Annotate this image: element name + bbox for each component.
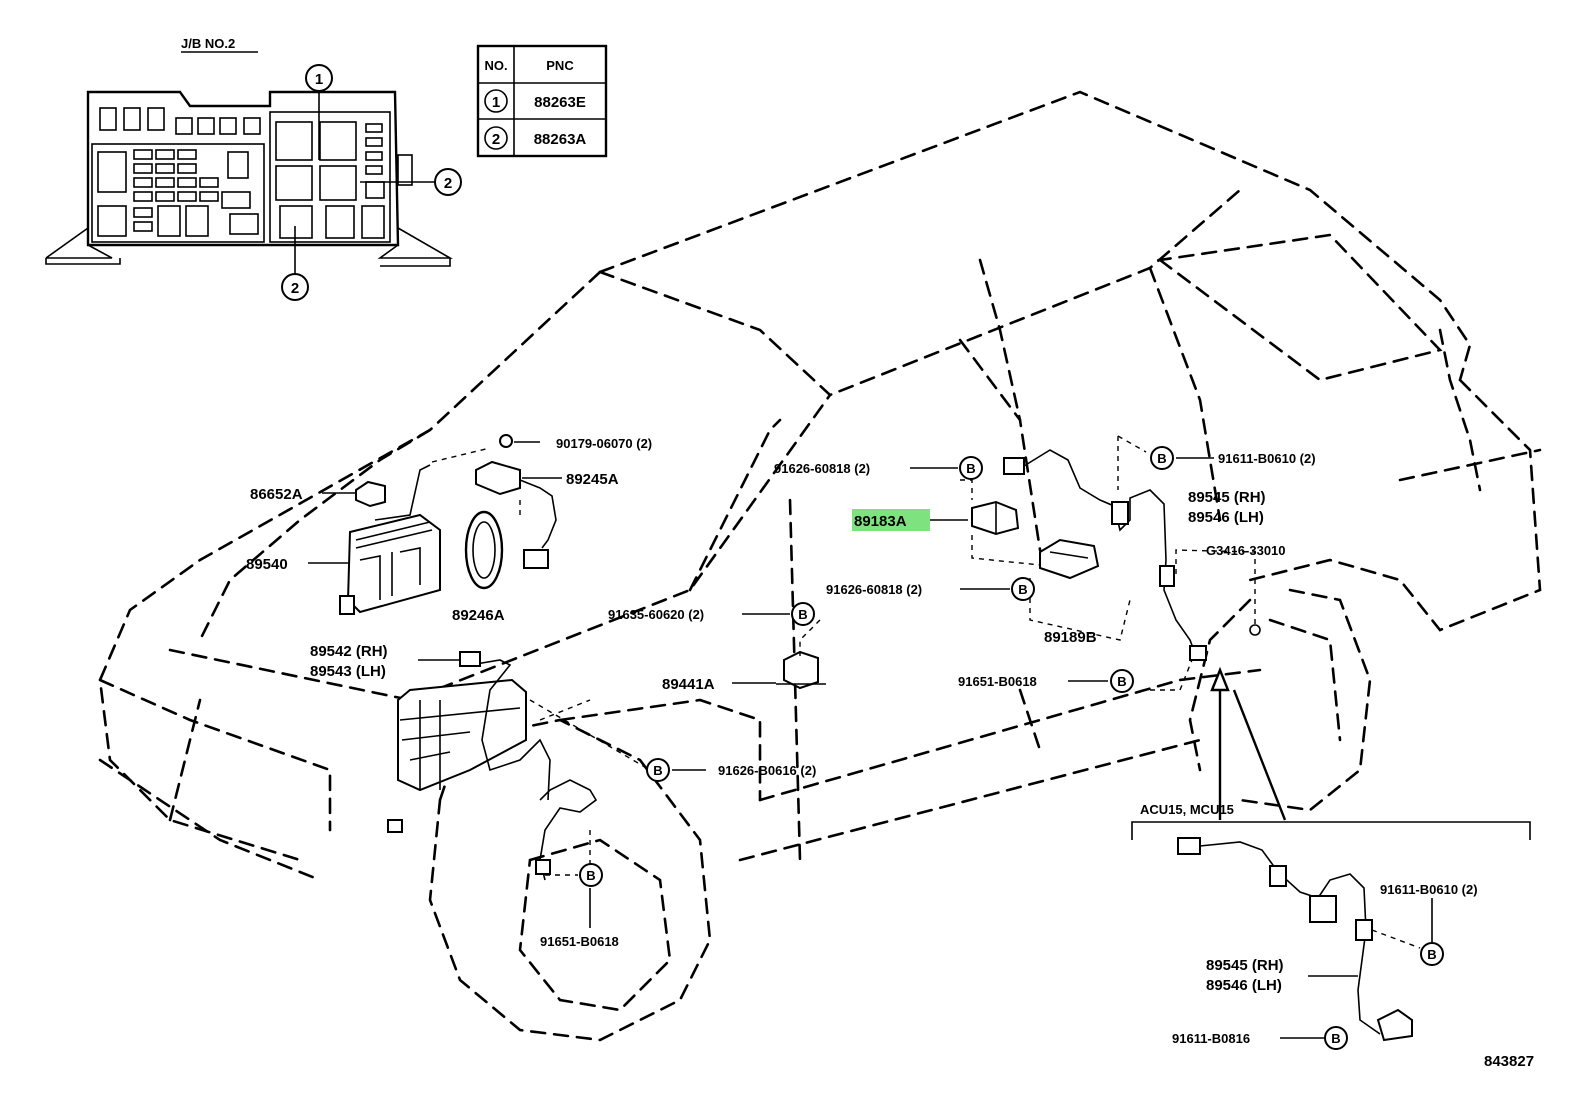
part-label-89441a[interactable]: 89441A bbox=[662, 676, 715, 693]
pnc-row-2-code: 88263A bbox=[534, 131, 587, 148]
part-label-91651-b0618-bottom[interactable]: 91651-B0618 bbox=[540, 934, 619, 949]
svg-text:B: B bbox=[1117, 674, 1126, 689]
callout-2-bottom: 2 bbox=[291, 280, 299, 297]
bolt-marker-icon: B bbox=[1420, 942, 1444, 966]
label-leaders bbox=[308, 441, 1214, 928]
part-label-g3416-33010[interactable]: G3416-33010 bbox=[1206, 543, 1286, 558]
highlight-89183a bbox=[852, 509, 930, 531]
part-label-89543[interactable]: 89543 (LH) bbox=[310, 663, 386, 680]
part-label-89545-top[interactable]: 89545 (RH) bbox=[1188, 489, 1266, 506]
part-labels: 90179-06070 (2) 89245A 86652A 89540 8924… bbox=[246, 436, 1316, 949]
pnc-row-1-code: 88263E bbox=[534, 94, 586, 111]
bolt-marker-icon: B bbox=[579, 863, 603, 887]
part-label-91635-60620[interactable]: 91635-60620 (2) bbox=[608, 607, 704, 622]
callout-1: 1 bbox=[315, 71, 323, 88]
diagram-id: 843827 bbox=[1484, 1053, 1534, 1070]
inset-title: ACU15, MCU15 bbox=[1140, 802, 1234, 817]
component-abs-actuator bbox=[387, 651, 551, 833]
part-label-91626-60818-top[interactable]: 91626-60818 (2) bbox=[774, 461, 870, 476]
svg-text:B: B bbox=[1331, 1031, 1340, 1046]
part-label-89545-inset[interactable]: 89545 (RH) bbox=[1206, 957, 1284, 974]
junction-block: J/B NO.2 bbox=[45, 36, 462, 301]
component-89245a bbox=[475, 434, 557, 569]
svg-text:B: B bbox=[653, 763, 662, 778]
svg-text:B: B bbox=[966, 461, 975, 476]
pnc-table-header-no: NO. bbox=[484, 58, 507, 73]
part-label-89183a[interactable]: 89183A bbox=[854, 513, 907, 530]
junction-block-title: J/B NO.2 bbox=[181, 36, 235, 51]
part-label-91626-b0616[interactable]: 91626-B0616 (2) bbox=[718, 763, 816, 778]
bolt-marker-icon: B bbox=[1011, 577, 1035, 601]
component-89183a-sensor bbox=[971, 500, 1020, 536]
part-label-89540[interactable]: 89540 bbox=[246, 556, 288, 573]
pnc-row-1-no: 1 bbox=[492, 94, 500, 111]
svg-text:B: B bbox=[1427, 947, 1436, 962]
bolt-marker-icon: B bbox=[791, 602, 815, 626]
part-label-91611-b0610-inset[interactable]: 91611-B0610 (2) bbox=[1380, 882, 1478, 897]
bolt-marker-icon: B bbox=[646, 758, 670, 782]
bolt-markers: B B B B B B B B B bbox=[579, 446, 1444, 1050]
part-label-91626-60818-mid[interactable]: 91626-60818 (2) bbox=[826, 582, 922, 597]
inset-acu15-mcu15: ACU15, MCU15 91611-B0610 (2) 89545 (RH) … bbox=[1131, 802, 1531, 1046]
part-label-89189b[interactable]: 89189B bbox=[1044, 629, 1097, 646]
component-86652a bbox=[355, 480, 386, 508]
bolt-marker-icon: B bbox=[1150, 446, 1174, 470]
bolt-marker-icon: B bbox=[959, 456, 983, 480]
part-label-89546-top[interactable]: 89546 (LH) bbox=[1188, 509, 1264, 526]
component-front-sensor bbox=[535, 779, 598, 881]
part-label-89542[interactable]: 89542 (RH) bbox=[310, 643, 388, 660]
part-label-91651-b0618-right[interactable]: 91651-B0618 bbox=[958, 674, 1037, 689]
callout-2-right: 2 bbox=[444, 175, 452, 192]
svg-text:B: B bbox=[1018, 582, 1027, 597]
component-89189b bbox=[1039, 538, 1100, 580]
vehicle-outline bbox=[98, 90, 1542, 1042]
part-label-91611-b0610-top[interactable]: 91611-B0610 (2) bbox=[1218, 451, 1316, 466]
component-89246a bbox=[464, 510, 504, 590]
component-ecu-89540 bbox=[339, 464, 441, 615]
component-89441a bbox=[776, 650, 826, 690]
part-label-89246a[interactable]: 89246A bbox=[452, 607, 505, 624]
part-label-91611-b0816[interactable]: 91611-B0816 bbox=[1172, 1031, 1250, 1046]
part-label-86652a[interactable]: 86652A bbox=[250, 486, 303, 503]
pnc-row-2-no: 2 bbox=[492, 131, 500, 148]
component-rear-harness bbox=[1003, 449, 1207, 661]
part-label-90179-06070[interactable]: 90179-06070 (2) bbox=[556, 436, 652, 451]
pnc-table-header-pnc: PNC bbox=[546, 58, 574, 73]
leader-lines bbox=[431, 435, 1287, 876]
part-label-89546-inset[interactable]: 89546 (LH) bbox=[1206, 977, 1282, 994]
part-label-89245a[interactable]: 89245A bbox=[566, 471, 619, 488]
svg-text:B: B bbox=[798, 607, 807, 622]
svg-text:B: B bbox=[586, 868, 595, 883]
svg-text:B: B bbox=[1157, 451, 1166, 466]
bolt-marker-icon: B bbox=[1110, 669, 1134, 693]
pnc-table: NO. PNC 1 88263E 2 88263A bbox=[476, 44, 608, 158]
bolt-marker-icon: B bbox=[1324, 1026, 1348, 1050]
